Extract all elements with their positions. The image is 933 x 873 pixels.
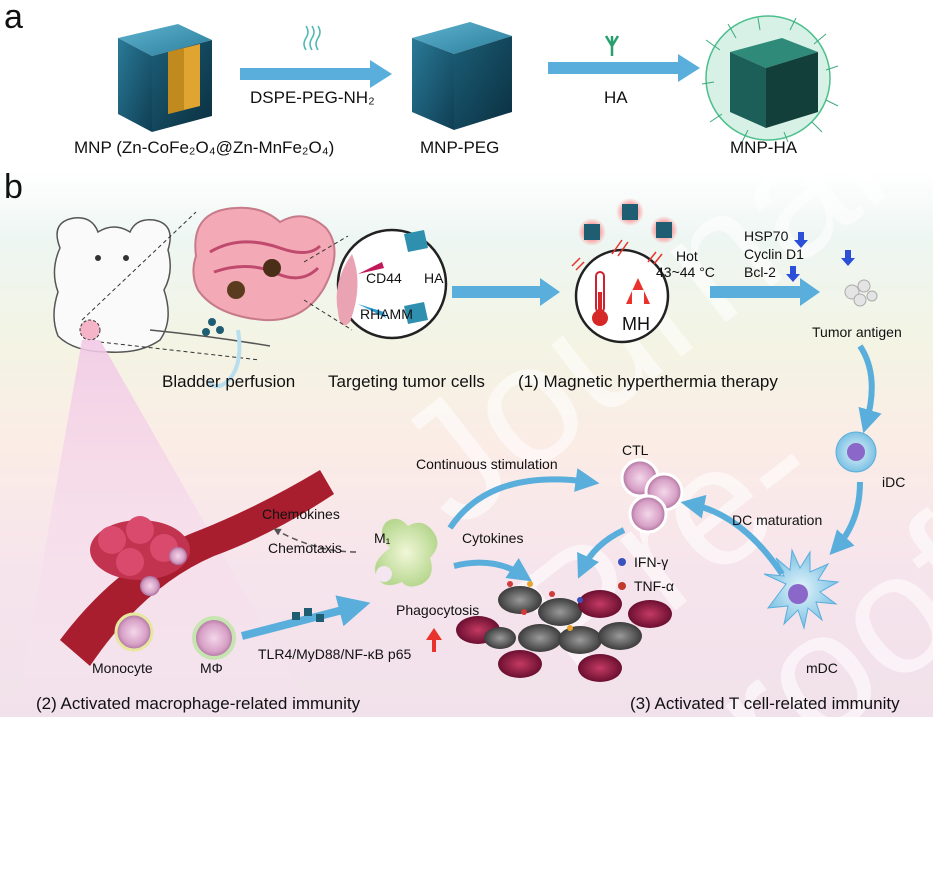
panel-b-letter: b xyxy=(4,168,23,206)
panel-a-letter: a xyxy=(4,0,23,36)
down-arrows xyxy=(786,232,855,282)
marker-hsp70: HSP70 xyxy=(744,228,789,244)
bladder-illustration xyxy=(192,206,336,389)
idc-to-mdc-arrow xyxy=(829,481,863,556)
m1-nucleus xyxy=(376,566,392,582)
tumor-antigen-icon xyxy=(844,279,878,307)
arrow2-label: HA xyxy=(604,88,628,107)
step2-label: Targeting tumor cells xyxy=(328,372,485,391)
continuous-stimulation-label: Continuous stimulation xyxy=(416,456,558,472)
zoom-line-3 xyxy=(303,235,349,263)
macrophage-cell xyxy=(192,616,236,660)
arrow1-label: DSPE-PEG-NH₂ xyxy=(250,88,375,107)
nanoparticle-cluster xyxy=(292,608,324,622)
chemokines-label: Chemokines xyxy=(262,506,340,522)
arrow-to-antigen xyxy=(710,278,820,306)
zoom-line-4 xyxy=(303,299,353,331)
pathway-up-arrow xyxy=(426,628,442,652)
dc-maturation-label: DC maturation xyxy=(732,512,823,528)
monocyte-label: Monocyte xyxy=(92,660,153,676)
step1-label: Bladder perfusion xyxy=(162,372,296,391)
marker-bcl2: Bcl-2 xyxy=(744,264,776,280)
tumor-cell-mass xyxy=(456,581,672,682)
ctl-to-tumor-arrow xyxy=(577,527,626,579)
continuous-stimulation-arrow xyxy=(447,468,600,530)
np1-label: MNP (Zn-CoFe₂O₄@Zn-MnFe₂O₄) xyxy=(74,138,335,157)
temp-label: 43~44 °C xyxy=(656,264,715,280)
ifn-label: IFN-γ xyxy=(634,554,669,570)
mdc-label: mDC xyxy=(806,660,838,676)
idc-cell xyxy=(835,431,877,473)
mh-label: MH xyxy=(622,314,650,334)
tumor-antigen-label: Tumor antigen xyxy=(812,324,902,340)
caption-macrophage-immunity: (2) Activated macrophage-related immunit… xyxy=(36,694,361,713)
pathway-label: TLR4/MyD88/NF-κB p65 xyxy=(258,646,412,662)
mnp-ha-nanoparticle xyxy=(701,15,839,143)
tnf-label: TNF-α xyxy=(634,578,674,594)
zoom-line-2 xyxy=(99,341,261,361)
arrow-peg xyxy=(240,25,392,88)
zoom-line-1 xyxy=(81,211,197,321)
hot-label: Hot xyxy=(676,248,698,264)
ctl-label: CTL xyxy=(622,442,649,458)
ctl-cells xyxy=(620,458,684,534)
np2-label: MNP-PEG xyxy=(420,138,500,157)
antigen-to-idc-arrow xyxy=(857,344,882,434)
arrow-ha xyxy=(548,35,700,82)
zoom-cone xyxy=(20,340,300,690)
chemotaxis-arrow xyxy=(273,528,357,553)
phagocytosis-label: Phagocytosis xyxy=(396,602,480,618)
chemotaxis-label: Chemotaxis xyxy=(268,540,342,556)
step3-label: (1) Magnetic hyperthermia therapy xyxy=(518,372,778,391)
targeting-circle xyxy=(336,228,448,340)
cytokines-arrow xyxy=(453,558,532,582)
cytokines-label: Cytokines xyxy=(462,530,524,546)
mnp-peg-nanoparticle xyxy=(412,22,512,130)
arrow-to-m1 xyxy=(240,595,371,640)
tnf-dot xyxy=(618,582,626,590)
m1-label: M₁ xyxy=(374,530,391,546)
np3-label: MNP-HA xyxy=(730,138,798,157)
mphi-label: MΦ xyxy=(200,660,223,676)
monocyte-cell xyxy=(114,612,154,652)
ha-label: HA xyxy=(424,270,444,286)
caption-t-cell-immunity: (3) Activated T cell-related immunity xyxy=(630,694,900,713)
arrow-to-mh xyxy=(452,278,560,306)
ifn-dot xyxy=(618,558,626,566)
cd44-label: CD44 xyxy=(366,270,402,286)
heating-nanoparticles xyxy=(571,198,678,271)
mnp-core-shell-nanoparticle xyxy=(118,24,212,132)
idc-label: iDC xyxy=(882,474,906,490)
dc-maturation-arrow xyxy=(680,494,785,576)
marker-cyclin-d1: Cyclin D1 xyxy=(744,246,804,262)
figure-graphics xyxy=(20,15,882,690)
rhamm-label: RHAMM xyxy=(360,306,413,322)
